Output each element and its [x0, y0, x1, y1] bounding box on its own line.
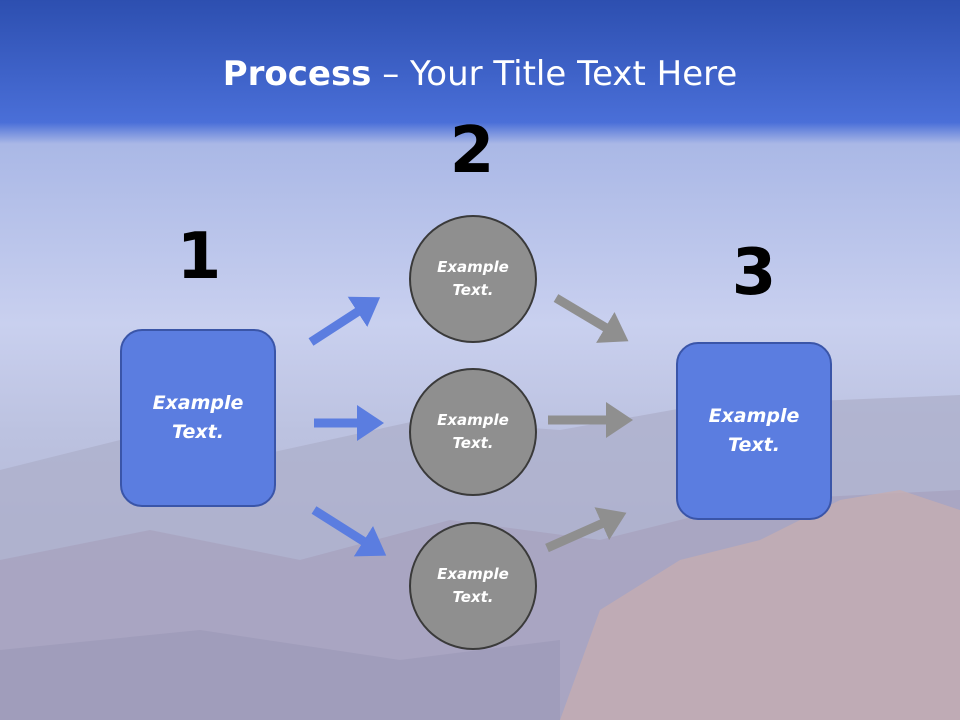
step-number-3: 3: [731, 236, 777, 310]
process-box-left: Example Text.: [120, 329, 276, 507]
process-circle-2: Example Text.: [409, 368, 537, 496]
title-rest: – Your Title Text Here: [371, 54, 738, 94]
arrow-from-circle-3: [545, 507, 627, 553]
process-circle-1-text: Example Text.: [437, 258, 509, 299]
process-circle-3-text: Example Text.: [437, 565, 509, 606]
process-box-right-text: Example Text.: [708, 405, 800, 456]
arrow-to-circle-1: [308, 296, 381, 346]
process-circle-2-text: Example Text.: [437, 411, 509, 452]
process-box-left-text: Example Text.: [152, 392, 244, 443]
arrow-to-circle-3: [311, 506, 387, 557]
slide-title: Process – Your Title Text Here: [0, 52, 960, 96]
process-circle-3: Example Text.: [409, 522, 537, 650]
step-number-1: 1: [176, 220, 222, 294]
process-circle-1: Example Text.: [409, 215, 537, 343]
arrow-from-circle-1: [553, 294, 629, 343]
step-number-2: 2: [449, 114, 495, 188]
title-bold: Process: [222, 54, 372, 94]
process-box-right: Example Text.: [676, 342, 832, 520]
